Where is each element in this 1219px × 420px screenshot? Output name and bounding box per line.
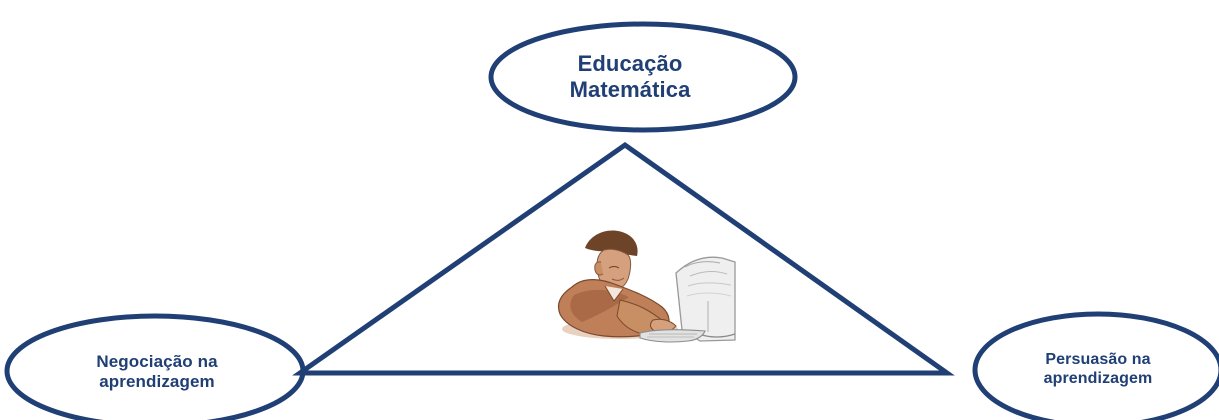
- top-node-ellipse: [488, 21, 798, 133]
- left-node-label: Negociação na aprendizagem: [96, 351, 218, 391]
- connection-triangle: [292, 141, 955, 376]
- right-node-label: Persuasão na aprendizagem: [1043, 351, 1153, 387]
- person-at-computer-icon: [557, 230, 736, 343]
- top-node-label: Educação Matemática: [569, 51, 691, 102]
- right-node-ellipse: [972, 311, 1219, 420]
